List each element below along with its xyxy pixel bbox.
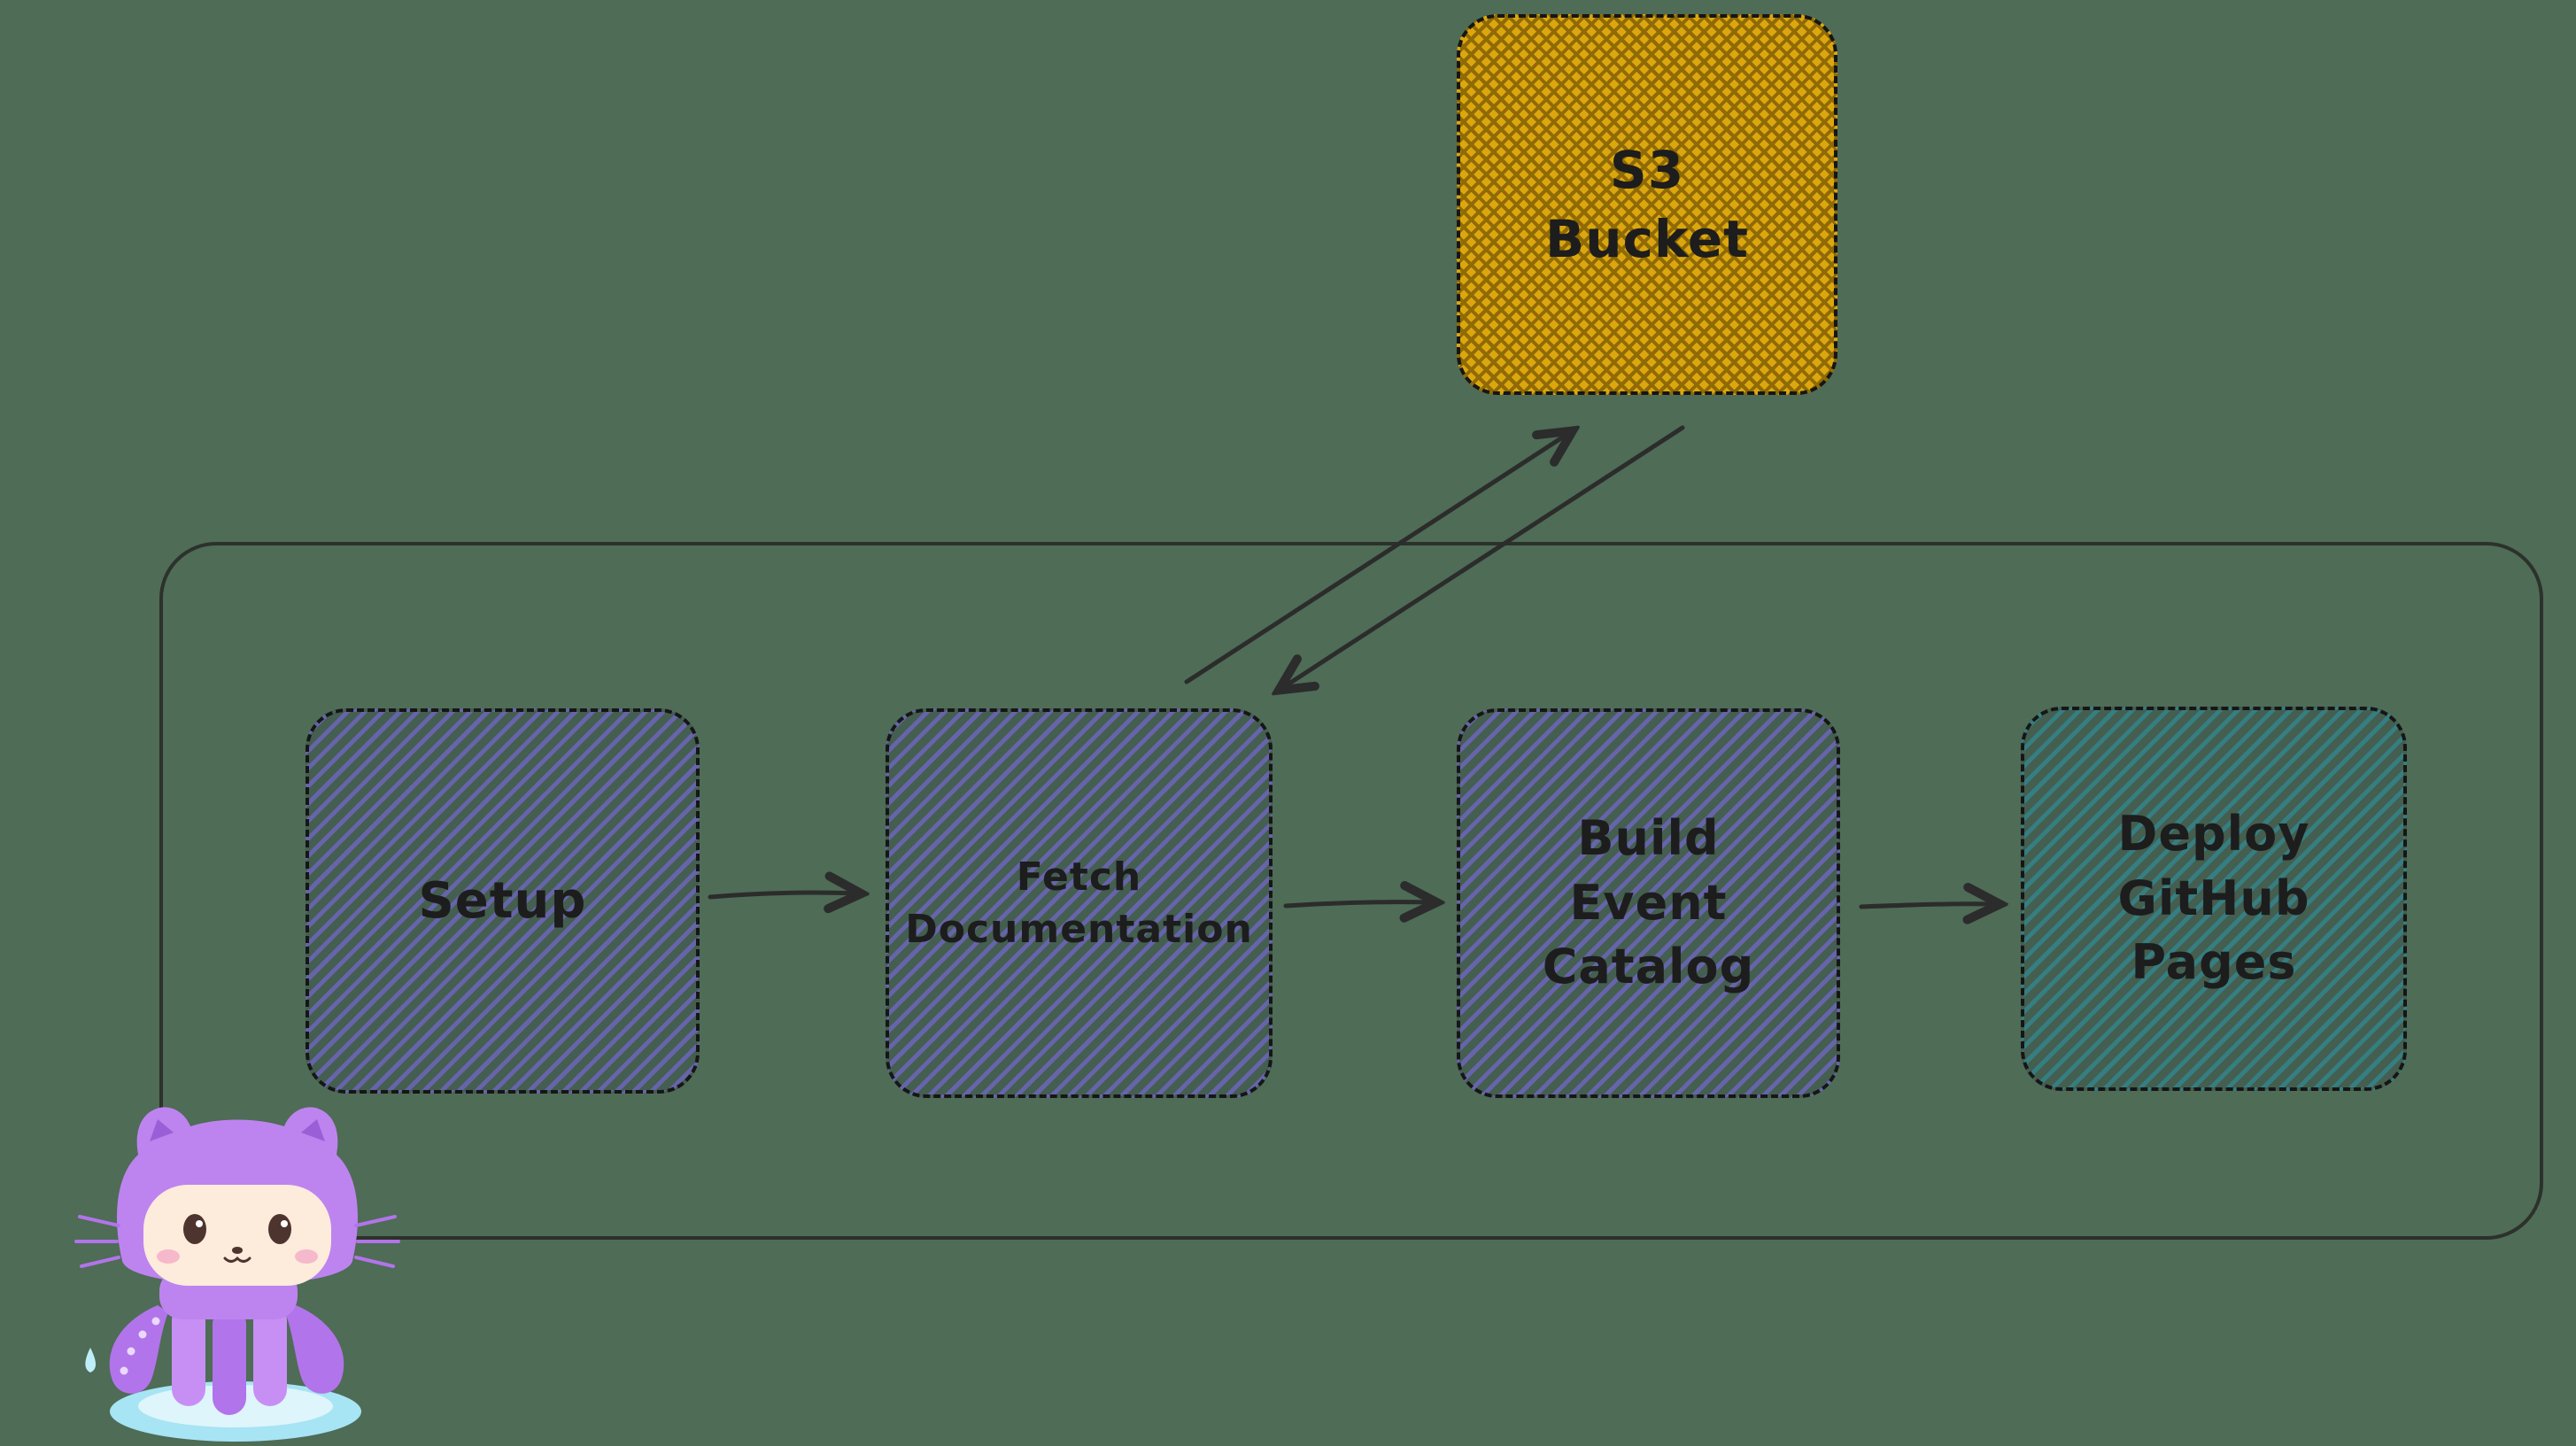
- node-s3-bucket-label: S3 Bucket: [1545, 139, 1749, 269]
- octocat-tentacles: [109, 1303, 344, 1415]
- octocat-mascot: [60, 1082, 414, 1445]
- octocat-whiskers: [74, 1215, 400, 1268]
- node-deploy-github-pages: Deploy GitHub Pages: [2021, 707, 2407, 1091]
- octocat-suckers: [120, 1317, 160, 1375]
- node-deploy-github-pages-label: Deploy GitHub Pages: [2117, 805, 2310, 991]
- node-setup-label: Setup: [418, 871, 587, 930]
- node-setup: Setup: [306, 708, 700, 1094]
- node-fetch-documentation-label: Fetch Documentation: [905, 854, 1253, 952]
- node-s3-bucket: S3 Bucket: [1457, 14, 1837, 395]
- node-fetch-documentation: Fetch Documentation: [886, 708, 1273, 1098]
- node-build-event-catalog: Build Event Catalog: [1457, 708, 1840, 1098]
- node-build-event-catalog-label: Build Event Catalog: [1542, 809, 1755, 995]
- octocat-mascot-icon: [74, 1107, 400, 1442]
